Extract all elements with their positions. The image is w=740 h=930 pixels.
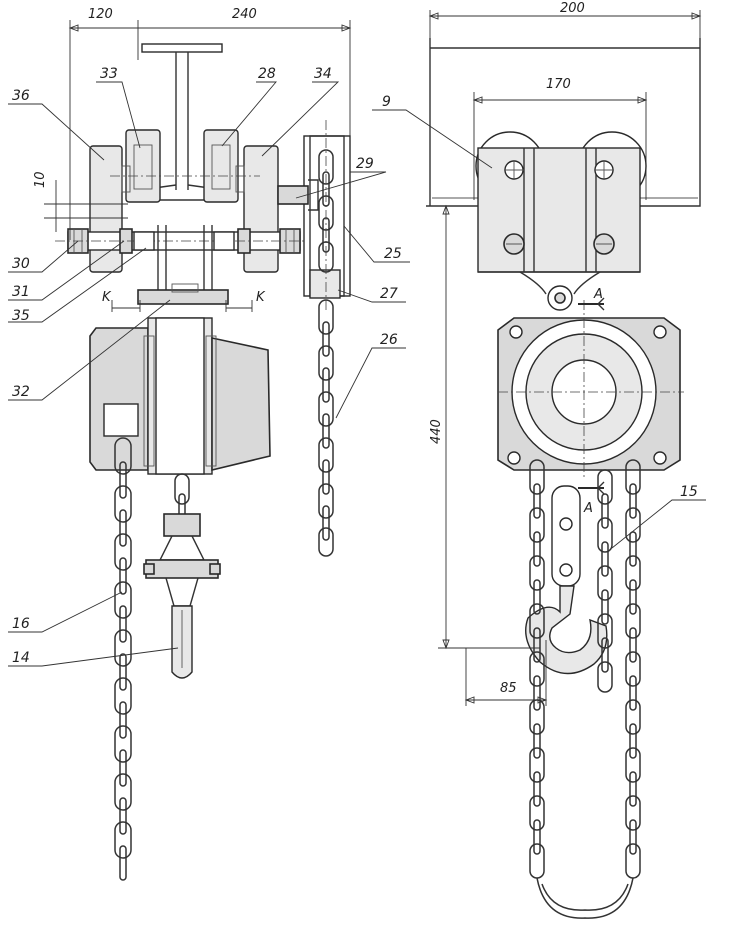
callout-27: 27 <box>380 286 398 302</box>
dim-a-top: A <box>593 287 603 302</box>
dim-200: 200 <box>560 1 585 16</box>
dim-120: 120 <box>88 7 113 22</box>
callout-15: 15 <box>680 484 698 500</box>
callout-30: 30 <box>12 256 30 272</box>
callout-26: 26 <box>380 332 398 348</box>
dim-240: 240 <box>232 7 257 22</box>
callout-35: 35 <box>12 308 30 324</box>
callout-29: 29 <box>356 156 374 172</box>
dim-85: 85 <box>500 681 517 696</box>
callout-32: 32 <box>12 384 30 400</box>
dim-a-bottom: A <box>583 501 593 516</box>
callout-36: 36 <box>12 88 30 104</box>
trolley-wheel-right <box>203 129 239 203</box>
chain-wheel-unit <box>277 120 351 310</box>
callout-31: 31 <box>12 284 30 300</box>
callout-9: 9 <box>382 94 391 110</box>
callout-leaders <box>8 81 706 667</box>
dim-k-left: K <box>102 290 112 305</box>
dim-440: 440 <box>429 419 444 444</box>
callout-14: 14 <box>12 650 30 666</box>
trolley-front <box>475 131 647 311</box>
hand-chain-right <box>318 149 334 557</box>
dim-170: 170 <box>546 77 571 92</box>
callout-34: 34 <box>314 66 332 82</box>
load-hook-assembly <box>143 473 221 679</box>
suspension-hanger <box>137 225 229 305</box>
hand-chain-front-middle <box>597 469 613 693</box>
callout-28: 28 <box>258 66 276 82</box>
trolley-wheel-left <box>125 129 161 203</box>
hoist-body <box>89 317 271 475</box>
hand-chain-front-left <box>529 459 545 879</box>
callout-33: 33 <box>100 66 118 82</box>
callout-16: 16 <box>12 616 30 632</box>
hand-chain-front-right <box>625 459 641 879</box>
side-view: K K <box>33 7 352 881</box>
hand-chain-left <box>114 437 132 881</box>
dim-10: 10 <box>33 171 48 188</box>
hoist-housing <box>497 300 684 480</box>
dim-k-right: K <box>256 290 266 305</box>
side-plate-left <box>89 145 123 273</box>
callout-25: 25 <box>384 246 402 262</box>
front-view: 200 170 <box>426 1 702 919</box>
